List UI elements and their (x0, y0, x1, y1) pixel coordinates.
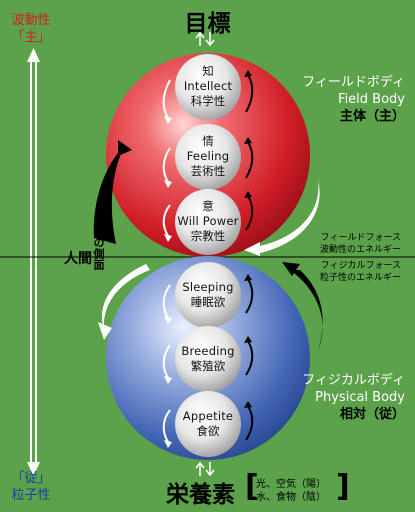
field-force-line2: 波動性のエネルギー (319, 245, 401, 255)
physical-force-left-arrowhead (98, 322, 112, 340)
appetite-en: Appetite (182, 409, 234, 423)
intellect-jp: 科学性 (190, 94, 226, 108)
physical-force-left-arrow (101, 264, 150, 330)
field-force-right-arrowhead (244, 242, 260, 256)
feeling-jp: 芸術性 (190, 164, 226, 178)
field-body-jp: フィールドボディ (302, 75, 405, 90)
breeding-label: Breeding 繁殖欲 (163, 344, 253, 374)
primary-mark: 「主」 (11, 30, 51, 45)
nutrition-yin: 水、食物（陰） (256, 492, 326, 503)
will-power-node (175, 189, 241, 255)
will-power-kanji: 意 (202, 199, 214, 213)
goal-arrows (195, 31, 215, 47)
breeding-node (175, 326, 241, 392)
intellect-en: Intellect (183, 79, 233, 93)
particle-nature-text: 粒子性 (11, 488, 51, 503)
wave-nature-text: 波動性 (11, 13, 51, 28)
field-force-right-arrow (250, 180, 320, 254)
intellect-kanji: 知 (202, 64, 214, 78)
field-force-line1: フィールドフォース (320, 233, 401, 243)
physical-force-right-arrow (290, 270, 323, 350)
will-power-en: Will Power (177, 214, 239, 228)
sleeping-label: Sleeping 睡眠欲 (163, 280, 253, 310)
breeding-en: Breeding (181, 344, 235, 358)
will-power-label: 意 Will Power 宗教性 (163, 199, 253, 244)
field-body-en: Field Body (338, 92, 405, 107)
sleeping-node (175, 262, 241, 328)
field-body-role: 主体（主） (339, 109, 405, 124)
secondary-mark: 「従」 (11, 471, 51, 486)
feeling-en: Feeling (186, 149, 230, 163)
physical-body-circulation-arrows (162, 274, 254, 448)
appetite-node (175, 391, 241, 457)
physical-force-right-arrowhead (282, 262, 300, 276)
field-body-label: フィールドボディ Field Body 主体（主） (302, 74, 405, 125)
intellect-label: 知 Intellect 科学性 (163, 64, 253, 109)
appetite-jp: 食欲 (196, 424, 220, 438)
will-power-jp: 宗教性 (190, 229, 226, 243)
nutrition-arrows (195, 461, 215, 477)
physical-force-line2: 粒子性のエネルギー (319, 273, 401, 283)
feeling-node (175, 124, 241, 190)
feeling-kanji: 情 (202, 134, 214, 148)
field-body-circulation-arrows (162, 70, 254, 242)
nutrition-yang: 光、空気（陽） (256, 479, 326, 490)
nutrition-sources: 光、空気（陽） 水、食物（陰） (256, 478, 326, 504)
wave-nature-label: 波動性 「主」 (6, 12, 56, 46)
physical-body-jp: フィジカルボディ (302, 373, 405, 388)
sleeping-en: Sleeping (182, 280, 234, 294)
physical-body-role: 相対（従） (339, 407, 405, 422)
field-force-left-arrow (93, 145, 125, 244)
physical-body-en: Physical Body (315, 390, 405, 405)
field-force-label: フィールドフォース 波動性のエネルギー (320, 232, 401, 256)
field-force-left-arrowhead (118, 140, 132, 156)
intellect-node (175, 54, 241, 120)
feeling-label: 情 Feeling 芸術性 (163, 134, 253, 179)
breeding-jp: 繁殖欲 (190, 359, 226, 373)
physical-body-label: フィジカルボディ Physical Body 相対（従） (302, 372, 405, 423)
human-label: 人間 (64, 251, 92, 267)
physical-force-line1: フィジカルフォース (320, 261, 401, 271)
nutrition-bracket-right: ] (336, 469, 350, 504)
sleeping-jp: 睡眠欲 (190, 295, 226, 309)
appetite-label: Appetite 食欲 (163, 409, 253, 439)
nutrition-title: 栄養素 (166, 482, 235, 508)
left-axis-arrow (27, 48, 40, 476)
two-sides-label: 2つの側面 (92, 218, 105, 270)
particle-nature-label: 「従」 粒子性 (6, 470, 56, 504)
nutrition-bracket-left: [ (245, 469, 259, 504)
physical-force-label: フィジカルフォース 粒子性のエネルギー (320, 260, 401, 284)
goal-title: 目標 (184, 11, 231, 37)
